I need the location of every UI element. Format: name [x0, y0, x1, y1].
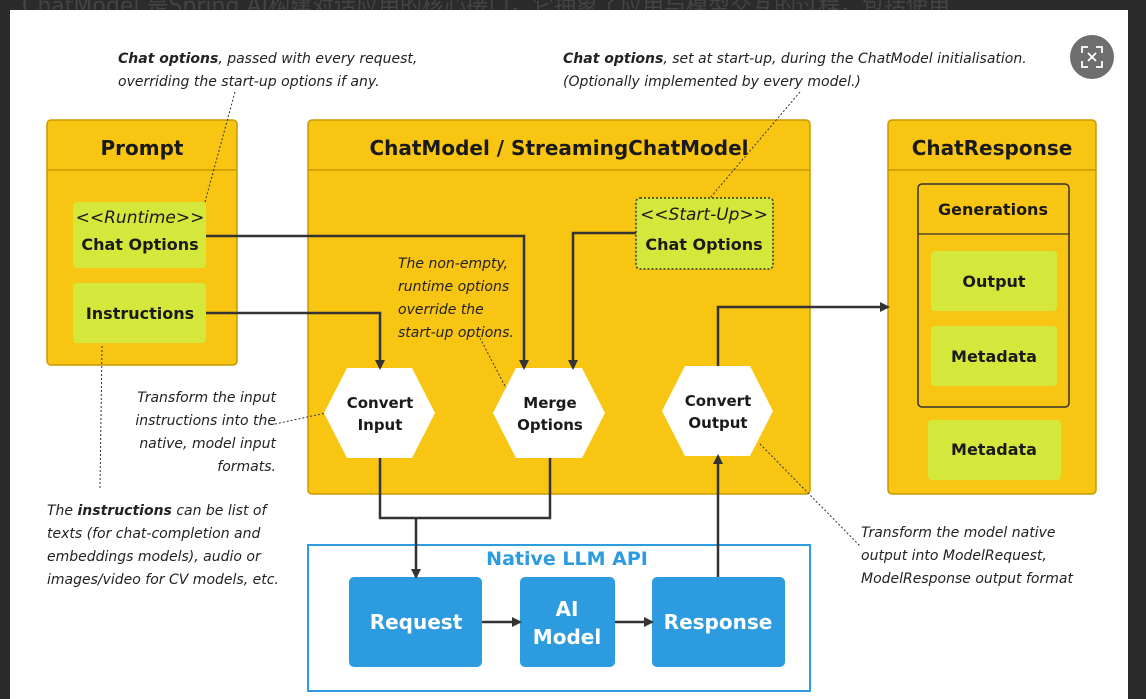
convert-input-line1: Convert: [347, 394, 414, 412]
output-note-line3: ModelResponse output format: [861, 571, 1073, 587]
convert-output-hexagon[interactable]: Convert Output: [662, 366, 773, 456]
instructions-to-convert-arrow: [206, 311, 385, 370]
convert-output-line2: Output: [688, 414, 747, 432]
svg-text:The instructions can be list o: The instructions can be list of: [47, 503, 268, 519]
ai-model-line1: AI: [556, 597, 579, 621]
response-metadata-label: Metadata: [951, 440, 1037, 459]
instr-note-bold: instructions: [78, 503, 172, 519]
response-label: Response: [664, 610, 773, 634]
startup-stereotype: <<Start-Up>>: [640, 205, 768, 225]
convert-input-hexagon[interactable]: Convert Input: [324, 368, 435, 458]
runtime-note-rest: , passed with every request,: [218, 51, 417, 67]
runtime-chat-options[interactable]: <<Runtime>> Chat Options: [73, 202, 206, 268]
runtime-stereotype: <<Runtime>>: [76, 208, 205, 228]
image-viewer: Prompt <<Runtime>> Chat Options Instruct…: [10, 10, 1128, 699]
request-block[interactable]: Request: [349, 577, 482, 667]
close-fullscreen-icon: [1081, 46, 1103, 68]
input-note-line4: formats.: [217, 459, 276, 475]
merge-note-line4: start-up options.: [398, 325, 514, 341]
merge-note-line3: override the: [398, 302, 484, 318]
annotation-leaders: [99, 91, 861, 547]
instr-note-suffix: can be list of: [172, 503, 269, 519]
architecture-diagram: Prompt <<Runtime>> Chat Options Instruct…: [46, 51, 1097, 692]
generations-title: Generations: [938, 200, 1048, 219]
convert-output-to-chatresponse-arrow: [716, 302, 890, 366]
request-label: Request: [370, 610, 463, 634]
response-block[interactable]: Response: [652, 577, 785, 667]
merge-options-line2: Options: [517, 416, 583, 434]
ai-model-block[interactable]: AI Model: [520, 577, 615, 667]
instructions-label: Instructions: [86, 304, 194, 323]
chatmodel-title: ChatModel / StreamingChatModel: [369, 136, 748, 160]
startup-chat-options[interactable]: <<Start-Up>> Chat Options: [635, 197, 774, 270]
merge-note-line1: The non-empty,: [398, 256, 508, 272]
output-note-line1: Transform the model native: [861, 525, 1056, 541]
startup-to-merge-arrow: [568, 231, 636, 370]
flow-connectors: [206, 231, 890, 627]
runtime-note-bold: Chat options: [118, 51, 218, 67]
generation-metadata-label: Metadata: [951, 347, 1037, 366]
input-note-line2: instructions into the: [135, 413, 276, 429]
convert-output-note: Transform the model native output into M…: [861, 525, 1073, 587]
output-note-line2: output into ModelRequest,: [861, 548, 1047, 564]
generation-metadata-block[interactable]: Metadata: [931, 326, 1057, 386]
merge-options-note: The non-empty, runtime options override …: [398, 256, 514, 341]
chatmodel-box: ChatModel / StreamingChatModel <<Start-U…: [307, 119, 811, 495]
instr-note-prefix: The: [47, 503, 78, 519]
native-llm-api-box: Native LLM API Request AI Model Response: [307, 544, 811, 692]
startup-note-line2: (Optionally implemented by every model.): [563, 74, 861, 90]
prompt-title: Prompt: [101, 136, 184, 160]
input-note-line3: native, model input: [139, 436, 276, 452]
ai-model-line2: Model: [533, 625, 601, 649]
convert-to-request-arrow: [378, 458, 552, 577]
convert-input-note: Transform the input instructions into th…: [135, 390, 276, 475]
instructions-block[interactable]: Instructions: [73, 283, 206, 343]
instr-note-line3: embeddings models), audio or: [47, 549, 262, 565]
startup-chat-options-label: Chat Options: [645, 235, 762, 254]
native-llm-api-title: Native LLM API: [486, 548, 648, 570]
runtime-to-merge-arrow: [206, 234, 529, 370]
response-metadata-block[interactable]: Metadata: [928, 420, 1061, 480]
runtime-note-line2: overriding the start-up options if any.: [118, 74, 380, 90]
convert-input-line2: Input: [358, 416, 403, 434]
startup-options-note: Chat options, set at start-up, during th…: [563, 51, 1027, 90]
merge-options-line1: Merge: [523, 394, 576, 412]
prompt-box: Prompt <<Runtime>> Chat Options Instruct…: [46, 119, 238, 366]
startup-note-bold: Chat options: [563, 51, 663, 67]
close-fullscreen-button[interactable]: [1070, 35, 1114, 79]
output-label: Output: [962, 272, 1025, 291]
generations-box: Generations Output Metadata: [917, 183, 1070, 408]
instr-note-line4: images/video for CV models, etc.: [47, 572, 279, 588]
convert-output-line1: Convert: [685, 392, 752, 410]
merge-options-hexagon[interactable]: Merge Options: [493, 368, 605, 458]
output-block[interactable]: Output: [931, 251, 1057, 311]
input-note-line1: Transform the input: [137, 390, 276, 406]
chatresponse-box: ChatResponse Generations Output Metadata…: [887, 119, 1097, 495]
chatresponse-title: ChatResponse: [912, 136, 1073, 160]
svg-text:Chat options, set at start-up,: Chat options, set at start-up, during th…: [563, 51, 1027, 67]
instr-note-line2: texts (for chat-completion and: [47, 526, 260, 542]
merge-note-line2: runtime options: [398, 279, 509, 295]
instructions-note: The instructions can be list of texts (f…: [47, 503, 279, 588]
runtime-options-note: Chat options, passed with every request,…: [118, 51, 417, 90]
startup-note-rest: , set at start-up, during the ChatModel …: [663, 51, 1026, 67]
runtime-chat-options-label: Chat Options: [81, 235, 198, 254]
svg-text:Chat options, passed with ever: Chat options, passed with every request,: [118, 51, 417, 67]
